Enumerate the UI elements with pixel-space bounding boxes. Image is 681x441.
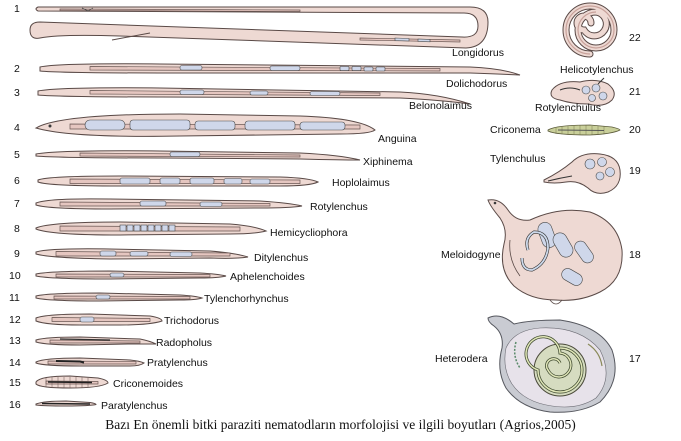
nematode-number: 6 <box>14 175 20 187</box>
nematode-3-belonolaimus <box>38 88 470 104</box>
nematode-name: Ditylenchus <box>254 252 308 264</box>
nematode-name: Longidorus <box>452 47 504 59</box>
nematode-name: Aphelenchoides <box>230 271 305 283</box>
nematode-number: 5 <box>14 149 20 161</box>
nematode-5-xiphinema <box>36 151 360 160</box>
nematode-4-anguina <box>36 114 375 136</box>
nematode-10-aphelenchoides <box>36 271 226 279</box>
nematode-number: 12 <box>9 314 21 326</box>
nematode-name: Trichodorus <box>164 315 219 327</box>
nematode-17-heterodera <box>488 316 615 412</box>
nematode-number: 19 <box>629 165 641 177</box>
nematode-number: 21 <box>629 86 641 98</box>
nematode-8-hemicycliophora <box>36 222 266 235</box>
nematode-name: Radopholus <box>156 337 212 349</box>
nematode-name: Meloidogyne <box>441 249 501 261</box>
nematode-9-ditylenchus <box>36 249 248 259</box>
nematode-number: 22 <box>629 32 641 44</box>
nematode-name: Anguina <box>378 133 417 145</box>
nematode-name: Xiphinema <box>363 156 413 168</box>
nematode-name: Dolichodorus <box>446 78 507 90</box>
nematode-22-helicotylenchus <box>566 6 614 54</box>
nematode-number: 15 <box>9 377 21 389</box>
nematode-15-criconemoides <box>36 376 108 388</box>
nematode-name: Criconemoides <box>113 378 183 390</box>
nematode-number: 1 <box>14 3 20 15</box>
nematode-11-tylenchorhynchus <box>36 293 202 301</box>
nematode-number: 10 <box>9 270 21 282</box>
figure-caption: Bazı En önemli bitki paraziti nematodlar… <box>0 417 681 433</box>
nematode-18-meloidogyne <box>488 200 622 304</box>
nematode-number: 11 <box>9 292 20 304</box>
nematode-name: Rotylenchus <box>310 201 368 213</box>
nematode-number: 3 <box>14 87 20 99</box>
nematode-name: Heterodera <box>435 353 488 365</box>
nematode-2-dolichodorus <box>40 64 520 75</box>
nematode-12-trichodorus <box>36 314 162 325</box>
nematode-name: Pratylenchus <box>147 357 208 369</box>
nematode-number: 7 <box>14 198 20 210</box>
nematode-name: Criconema <box>490 124 541 136</box>
nematode-number: 8 <box>14 223 20 235</box>
nematode-1-longidorus <box>30 7 488 48</box>
nematode-16-paratylenchus <box>36 401 96 406</box>
nematode-number: 14 <box>9 357 21 369</box>
nematode-name: Hoplolaimus <box>332 177 390 189</box>
nematode-14-pratylenchus <box>36 358 144 366</box>
nematode-name: Belonolaimus <box>409 100 472 112</box>
nematode-6-hoplolaimus <box>38 176 318 186</box>
nematode-19-tylenchulus <box>544 154 620 194</box>
nematode-number: 9 <box>14 248 20 260</box>
nematode-number: 16 <box>9 399 21 411</box>
nematode-name: Helicotylenchus <box>560 64 634 76</box>
nematode-number: 2 <box>14 63 20 75</box>
nematode-20-criconema <box>548 125 620 135</box>
nematode-number: 13 <box>9 335 21 347</box>
nematode-name: Rotylenchulus <box>535 102 601 114</box>
nematode-name: Tylenchorhynchus <box>204 293 289 305</box>
nematode-13-radopholus <box>36 337 156 345</box>
nematode-number: 4 <box>14 122 20 134</box>
nematode-number: 17 <box>629 353 641 365</box>
nematode-7-rotylenchus <box>36 199 302 209</box>
nematode-name: Hemicycliophora <box>270 227 348 239</box>
nematode-name: Tylenchulus <box>490 153 545 165</box>
nematode-name: Paratylenchus <box>101 400 168 412</box>
nematode-number: 18 <box>629 249 641 261</box>
nematode-number: 20 <box>629 124 641 136</box>
